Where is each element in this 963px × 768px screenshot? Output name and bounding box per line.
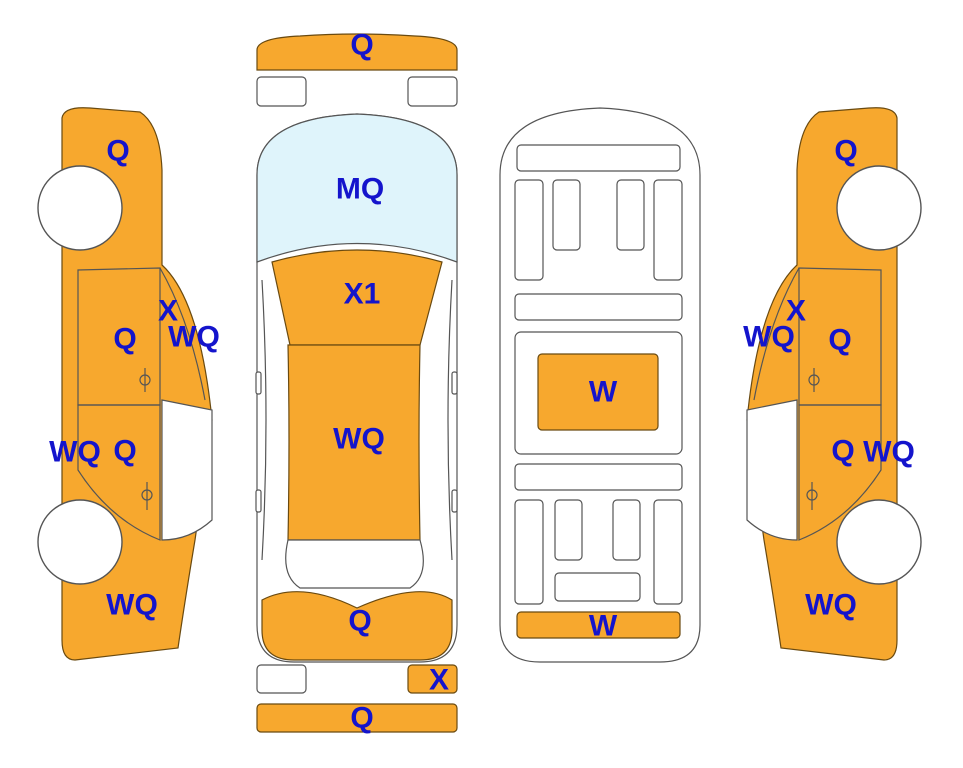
floor-spare-well xyxy=(554,572,641,602)
floor-rear-panel[interactable] xyxy=(516,611,681,639)
label-floor-rear: W xyxy=(589,610,618,643)
floor-front-right-inner xyxy=(616,179,645,251)
floor-rear-left-inner xyxy=(554,499,583,561)
left-front-wheel xyxy=(37,165,123,251)
underbody-view xyxy=(499,107,701,663)
label-left-rocker: WQ xyxy=(49,436,101,469)
floor-rear-left-rail xyxy=(514,499,544,605)
label-front-bumper: Q xyxy=(350,29,373,62)
label-right-quarter: WQ xyxy=(805,589,857,622)
left-headlamp xyxy=(256,76,307,107)
damage-labels: Q X WQ Q WQ Q WQ Q MQ X1 WQ Q X Q W W Q … xyxy=(49,29,915,735)
left-rear-door-handle xyxy=(141,482,153,510)
label-left-front-door: Q xyxy=(113,323,136,356)
floor-front-crossmember xyxy=(516,144,681,172)
label-right-a-pillar: X xyxy=(786,295,806,328)
label-floor-center: W xyxy=(589,376,618,409)
right-rear-door-outline xyxy=(798,404,882,541)
label-right-door-front-upper: WQ xyxy=(743,321,795,354)
floor-center-panel[interactable] xyxy=(537,353,659,431)
right-rear-wheel xyxy=(836,499,922,585)
label-right-rear-door: Q xyxy=(831,435,854,468)
label-left-a-pillar: X xyxy=(158,295,178,328)
right-mirror xyxy=(451,371,458,395)
label-right-rocker: WQ xyxy=(863,436,915,469)
right-front-door-handle xyxy=(808,368,820,392)
left-rear-window xyxy=(161,399,213,541)
floor-mid-crossmember xyxy=(514,293,683,321)
right-rear-window xyxy=(746,399,798,541)
floor-rear-right-inner xyxy=(612,499,641,561)
left-mirror xyxy=(255,371,262,395)
right-rear-door-handle xyxy=(806,482,818,510)
label-trunk-lid: Q xyxy=(348,605,371,638)
label-right-fender: Q xyxy=(834,135,857,168)
left-side-line xyxy=(261,279,267,561)
left-front-door-handle xyxy=(139,368,151,392)
label-rear-lamp: X xyxy=(429,664,449,697)
right-rear-mirror xyxy=(451,489,458,513)
left-rear-mirror xyxy=(255,489,262,513)
front-bumper[interactable] xyxy=(256,33,458,71)
left-rear-door-outline xyxy=(77,404,161,541)
windshield[interactable] xyxy=(271,249,443,346)
right-front-wheel xyxy=(836,165,922,251)
right-headlamp xyxy=(407,76,458,107)
floor-front-left-rail xyxy=(514,179,544,281)
label-rear-bumper: Q xyxy=(350,702,373,735)
trunk-lid[interactable] xyxy=(261,591,453,661)
floor-front-right-rail xyxy=(653,179,683,281)
label-left-door-front-upper: WQ xyxy=(168,321,220,354)
left-tail-lamp xyxy=(256,664,307,694)
label-right-front-door: Q xyxy=(828,324,851,357)
label-left-quarter: WQ xyxy=(106,589,158,622)
floor-rear-right-rail xyxy=(653,499,683,605)
hood[interactable] xyxy=(256,113,458,263)
rear-bumper[interactable] xyxy=(256,703,458,733)
floor-front-left-inner xyxy=(552,179,581,251)
label-roof: WQ xyxy=(333,423,385,456)
left-a-pillar-outline xyxy=(159,267,206,401)
label-hood: MQ xyxy=(336,173,384,206)
right-a-pillar-outline xyxy=(753,267,800,401)
left-rear-wheel xyxy=(37,499,123,585)
top-view xyxy=(255,33,458,733)
left-side-view xyxy=(37,107,213,661)
right-tail-lamp[interactable] xyxy=(407,664,458,694)
right-side-view xyxy=(746,107,922,661)
right-side-line xyxy=(447,279,453,561)
floor-rear-crossmember xyxy=(514,463,683,491)
rear-window xyxy=(285,539,424,589)
label-left-fender: Q xyxy=(106,135,129,168)
label-windshield: X1 xyxy=(344,278,381,311)
label-left-rear-door: Q xyxy=(113,435,136,468)
